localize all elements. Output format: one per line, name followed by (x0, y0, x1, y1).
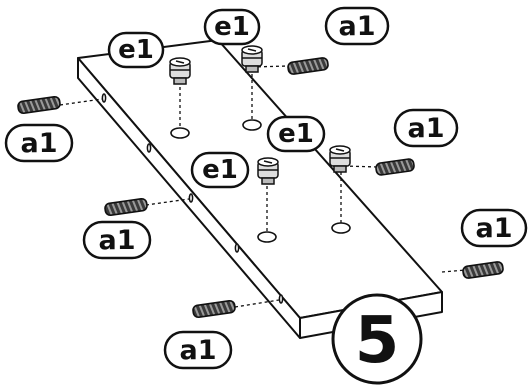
callout-labels: e1 e1 a1 a1 e1 a1 e1 a1 (4, 6, 528, 370)
callout-e1-top-middle: e1 (203, 8, 261, 46)
callout-a1-left: a1 (4, 123, 74, 163)
dowel-top-right (287, 57, 329, 75)
dowel-left (17, 95, 61, 115)
callout-text: a1 (407, 113, 444, 144)
callout-a1-lower-left: a1 (82, 220, 152, 260)
callout-text: e1 (278, 119, 314, 149)
callout-text: a1 (338, 11, 375, 42)
step-badge: 5 (331, 293, 423, 385)
dowel-right-upper (375, 158, 415, 176)
panel-board (77, 39, 443, 339)
callout-text: a1 (475, 213, 512, 244)
callout-e1-lower: e1 (190, 151, 250, 189)
dowel-bottom (192, 299, 236, 319)
dowel-lower-left (104, 197, 148, 217)
callout-text: a1 (20, 128, 57, 159)
cam-lock-1 (169, 57, 191, 85)
callout-e1-center: e1 (266, 115, 326, 153)
callout-a1-right: a1 (460, 208, 528, 248)
dowel-right (462, 261, 504, 279)
callout-e1-top-left: e1 (107, 31, 165, 69)
callout-a1-right-upper: a1 (393, 108, 459, 148)
edge-holes (101, 93, 284, 304)
dowels (17, 57, 504, 319)
cam-lock-3 (257, 157, 279, 185)
callout-text: e1 (118, 35, 154, 65)
callout-text: a1 (179, 335, 216, 366)
callout-text: a1 (98, 225, 135, 256)
callout-text: e1 (214, 12, 250, 42)
cam-lock-2 (241, 45, 263, 73)
step-number: 5 (355, 304, 400, 378)
cam-lock-4 (329, 145, 351, 173)
callout-text: e1 (202, 155, 238, 185)
cam-locks (169, 45, 351, 185)
callout-a1-bottom: a1 (163, 330, 233, 370)
cam-holes (170, 119, 351, 243)
callout-a1-top-right: a1 (324, 6, 390, 46)
